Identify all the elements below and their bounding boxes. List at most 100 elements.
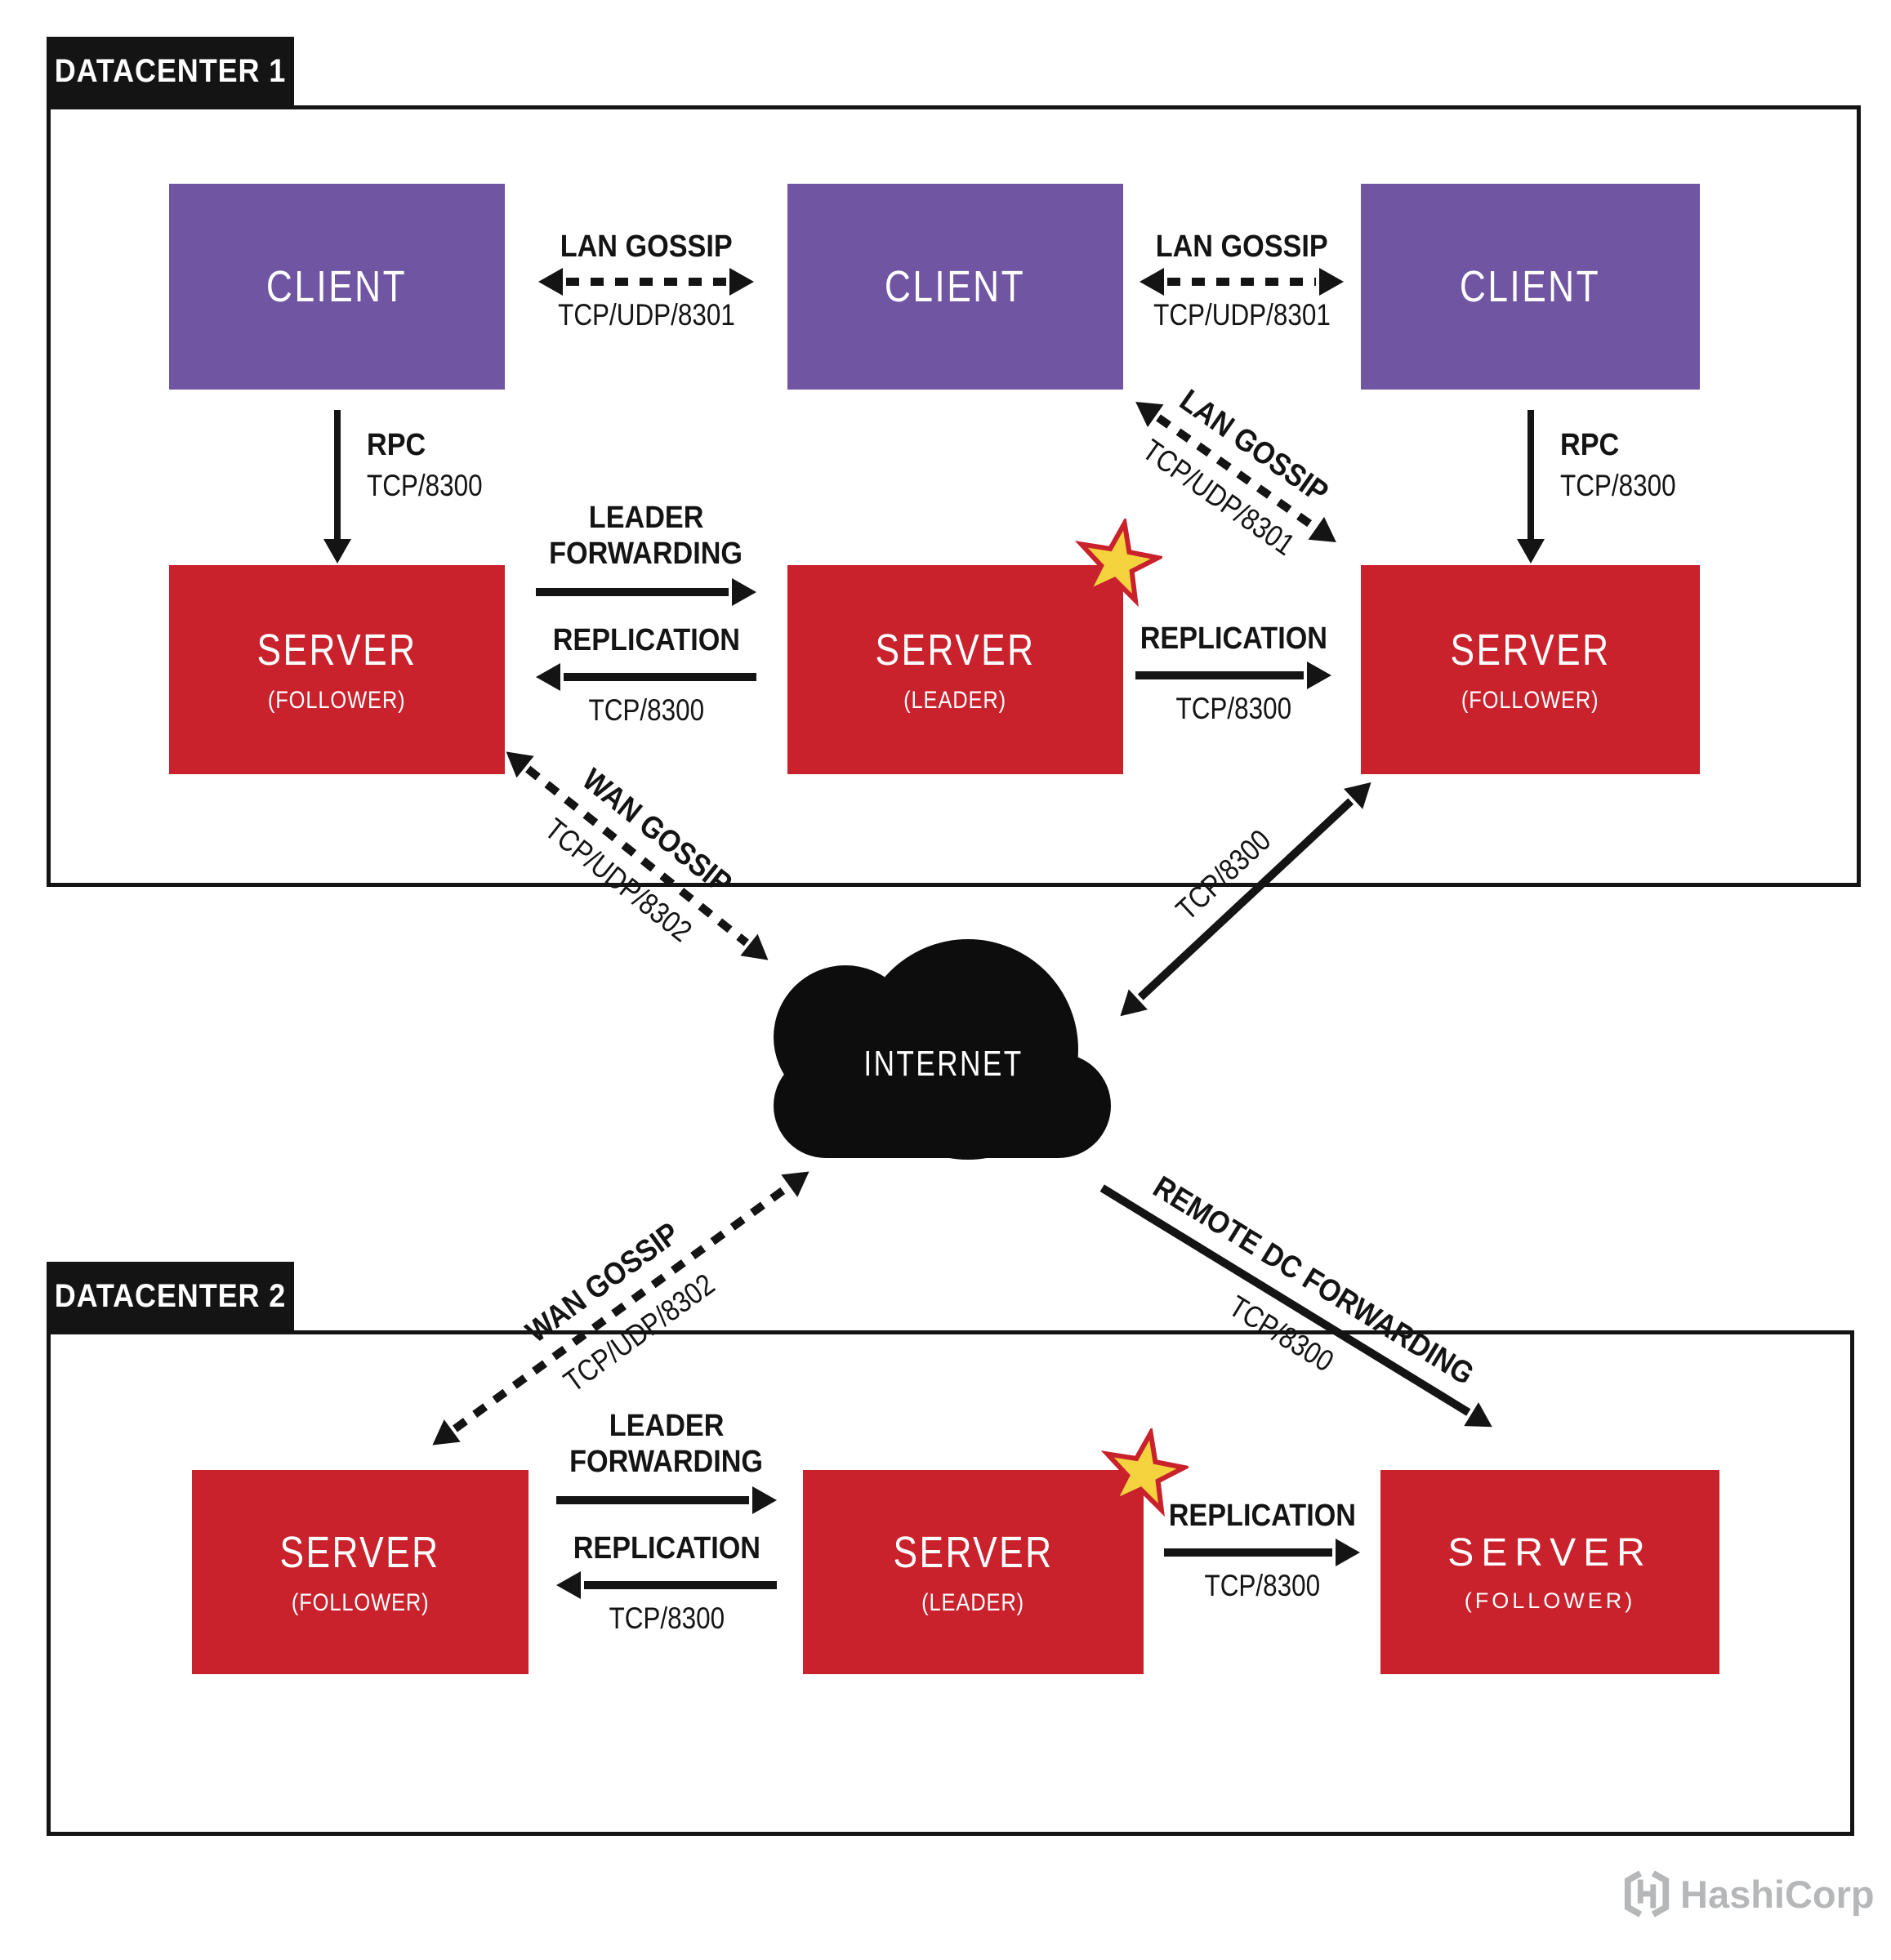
arrowhead-right-icon (729, 268, 754, 296)
arrowhead-right-icon (1307, 662, 1331, 689)
replication-arrow (1164, 1539, 1360, 1566)
internet-label-text: INTERNET (863, 1044, 1024, 1084)
server-role: (FOLLOWER) (1464, 1588, 1636, 1613)
replication-arrow (1135, 662, 1331, 689)
server-role: (LEADER) (903, 687, 1007, 714)
client-title: CLIENT (885, 262, 1026, 311)
lan-gossip-label: LAN GOSSIP (1155, 229, 1328, 264)
arrow-shaft (536, 588, 729, 596)
internet-cloud-icon (774, 939, 1111, 1160)
replication-label: REPLICATION (573, 1531, 760, 1566)
hashicorp-logo: HashiCorp (1621, 1869, 1875, 1919)
arrow-shaft (566, 278, 726, 286)
arrow-shaft (1164, 1548, 1332, 1557)
arrow-shaft (564, 673, 756, 681)
arrowhead-right-icon (1336, 1539, 1360, 1566)
server-role: (FOLLOWER) (268, 687, 406, 714)
cloud-base (774, 1054, 1111, 1158)
arrow-shaft (1528, 410, 1534, 539)
arrowhead-right-icon (752, 1486, 777, 1514)
replication-label: REPLICATION (1168, 1499, 1356, 1533)
dc1-client-3: CLIENT (1361, 184, 1700, 390)
dc1-leader-forwarding-replication-connector: LEADER FORWARDING REPLICATION TCP/8300 (524, 500, 769, 728)
internet-label: INTERNET (760, 1044, 1127, 1085)
leader-forwarding-arrow (536, 578, 756, 606)
arrowhead-left-icon (1140, 268, 1164, 296)
server-title: SERVER (1447, 1531, 1652, 1575)
dc2-server-leader: SERVER (LEADER) (803, 1470, 1144, 1674)
arrowhead-right-icon (732, 578, 756, 606)
lan-gossip-port: TCP/UDP/8301 (1153, 298, 1331, 332)
dc1-lan-gossip-left-connector: LAN GOSSIP TCP/UDP/8301 (524, 229, 769, 333)
arrow-shaft (556, 1496, 749, 1504)
datacenter1-box (47, 105, 1861, 887)
dc2-replication-right-connector: REPLICATION TCP/8300 (1140, 1498, 1385, 1604)
replication-port: TCP/8300 (609, 1601, 725, 1635)
hashicorp-wordmark: HashiCorp (1680, 1872, 1875, 1916)
lan-gossip-port: TCP/UDP/8301 (557, 298, 735, 332)
dc1-server-leader: SERVER (LEADER) (787, 565, 1123, 774)
leader-star-icon (1074, 519, 1162, 608)
dc1-rpc-right-arrow (1517, 410, 1545, 564)
datacenter1-label-text: DATACENTER 1 (54, 52, 287, 89)
star-shape (1074, 519, 1162, 608)
arrowhead-left-icon (556, 1571, 581, 1599)
dc1-client-1: CLIENT (169, 184, 505, 390)
dc2-server-follower-right: SERVER (FOLLOWER) (1380, 1470, 1719, 1674)
arrow-shaft (334, 410, 341, 539)
server-title: SERVER (893, 1528, 1054, 1577)
leader-forwarding-label-line2: FORWARDING (569, 1445, 764, 1479)
replication-port: TCP/8300 (588, 693, 704, 727)
lan-gossip-dashed-arrow (538, 268, 754, 296)
datacenter2-box (47, 1330, 1854, 1836)
datacenter1-label: DATACENTER 1 (47, 37, 294, 105)
arrow-shaft (584, 1581, 777, 1589)
arrowhead-right-icon (1319, 268, 1344, 296)
replication-arrow (536, 663, 756, 691)
star-shape (1100, 1428, 1189, 1517)
dc2-leader-forwarding-replication-connector: LEADER FORWARDING REPLICATION TCP/8300 (544, 1408, 789, 1637)
leader-forwarding-label-line1: LEADER (609, 1409, 725, 1443)
server-role: (LEADER) (921, 1589, 1025, 1616)
server-role: (FOLLOWER) (1461, 687, 1599, 714)
leader-forwarding-label-line2: FORWARDING (549, 537, 743, 571)
arrow-shaft (1167, 278, 1316, 286)
arrowhead-down-icon (323, 539, 351, 564)
hashicorp-mark-brackets (1624, 1870, 1670, 1918)
dc1-rpc-left-labels: RPC TCP/8300 (367, 428, 503, 503)
arrowhead-down-icon (1517, 539, 1545, 564)
rpc-label: RPC (1560, 428, 1620, 462)
client-title: CLIENT (1460, 262, 1601, 311)
dc1-rpc-right-labels: RPC TCP/8300 (1560, 428, 1697, 503)
server-title: SERVER (875, 626, 1036, 675)
replication-label: REPLICATION (552, 623, 740, 657)
dc1-rpc-left-arrow (323, 410, 351, 564)
leader-star-icon (1100, 1428, 1189, 1517)
datacenter2-label: DATACENTER 2 (47, 1262, 294, 1330)
server-role: (FOLLOWER) (291, 1589, 430, 1616)
hashicorp-mark-h (1637, 1879, 1657, 1909)
arrowhead-left-icon (536, 663, 560, 691)
client-title: CLIENT (266, 262, 408, 311)
lan-gossip-label: LAN GOSSIP (560, 229, 733, 264)
arrow-shaft (1135, 671, 1304, 679)
internet-cloud: INTERNET (760, 931, 1127, 1168)
replication-port: TCP/8300 (1204, 1569, 1320, 1602)
server-title: SERVER (279, 1528, 441, 1577)
rpc-label: RPC (367, 428, 426, 462)
leader-forwarding-label-line1: LEADER (588, 501, 704, 535)
replication-port: TCP/8300 (1175, 692, 1291, 725)
server-title: SERVER (256, 626, 417, 675)
rpc-port: TCP/8300 (367, 469, 483, 502)
dc1-client-2: CLIENT (787, 184, 1123, 390)
rpc-port: TCP/8300 (1560, 469, 1676, 502)
dc2-server-follower-left: SERVER (FOLLOWER) (192, 1470, 528, 1674)
server-title: SERVER (1450, 626, 1611, 675)
arrowhead-left-icon (538, 268, 563, 296)
dc1-server-follower-left: SERVER (FOLLOWER) (169, 565, 505, 774)
datacenter2-label-text: DATACENTER 2 (54, 1277, 287, 1314)
dc1-replication-right-connector: REPLICATION TCP/8300 (1108, 621, 1358, 727)
replication-label: REPLICATION (1140, 621, 1327, 656)
dc1-server-follower-right: SERVER (FOLLOWER) (1361, 565, 1700, 774)
